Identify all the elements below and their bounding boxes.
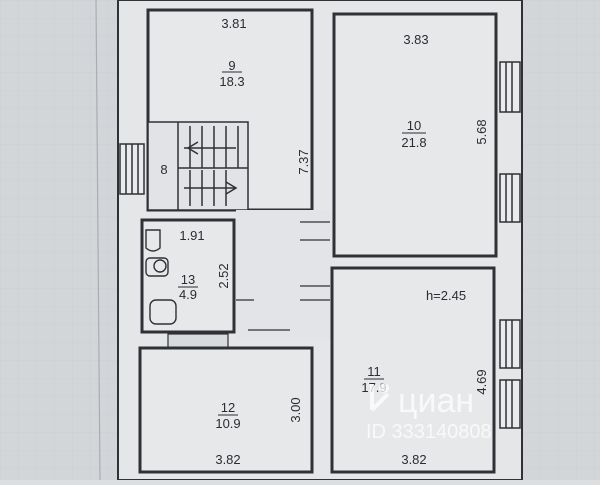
room-13-dim-top: 1.91 <box>179 228 204 243</box>
room-11 <box>330 266 496 474</box>
exterior-windows <box>119 61 521 429</box>
corridor <box>236 210 332 340</box>
room-9-area: 18.3 <box>219 74 244 89</box>
staircase-8 <box>147 121 249 211</box>
room-10 <box>332 12 498 258</box>
bathroom-fixtures <box>145 229 177 325</box>
room-12-number: 12 <box>221 400 235 415</box>
room-11-number: 11 <box>367 364 381 379</box>
room-11-height-note: h=2.45 <box>426 288 466 303</box>
room-10-number: 10 <box>407 118 421 133</box>
room-10-area: 21.8 <box>401 135 426 150</box>
room-13-area: 4.9 <box>179 287 197 302</box>
room-12-dim-side: 3.00 <box>288 397 303 422</box>
room-12 <box>138 346 314 474</box>
room-13-dim-side: 2.52 <box>216 263 231 288</box>
paper-margin-line <box>95 0 101 481</box>
room-12-area: 10.9 <box>215 416 240 431</box>
room-8-number: 8 <box>160 162 167 177</box>
door-marks <box>236 221 330 331</box>
corridor-dim: 7.37 <box>296 149 311 174</box>
room-11-dim-bottom: 3.82 <box>401 452 426 467</box>
watermark-brand: циан <box>398 382 474 420</box>
room-10-dim-side: 5.68 <box>474 119 489 144</box>
room-13-number: 13 <box>181 272 195 287</box>
room-9-number: 9 <box>228 58 235 73</box>
room-10-dim-top: 3.83 <box>403 32 428 47</box>
room-9-dim-top: 3.81 <box>221 16 246 31</box>
watermark-logo-icon <box>370 383 390 412</box>
closet <box>167 333 229 349</box>
room-11-dim-side: 4.69 <box>474 369 489 394</box>
watermark-listing-id: ID 333140808 <box>366 421 492 443</box>
room-12-dim-bottom: 3.82 <box>215 452 240 467</box>
watermark: циан ID 333140808 <box>366 382 492 443</box>
